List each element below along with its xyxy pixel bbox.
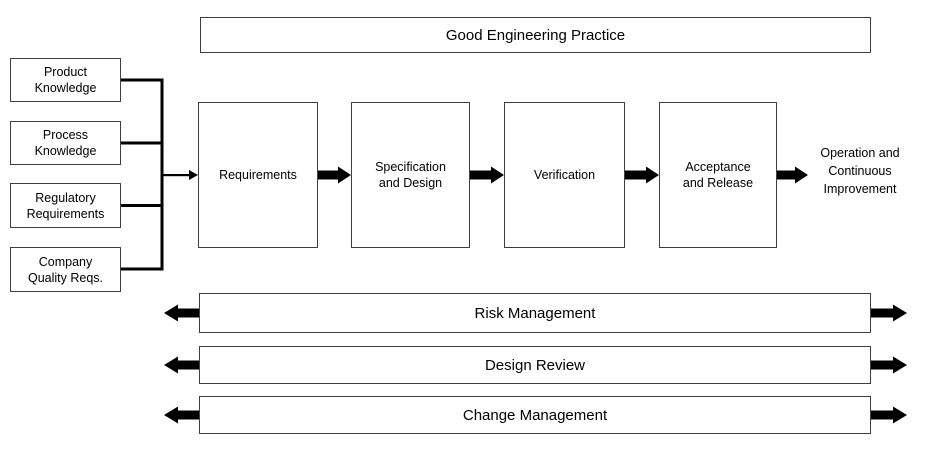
change-management-bar: Change Management xyxy=(199,396,871,434)
flow-arrow-3-icon xyxy=(625,166,659,184)
stage-label: Requirements xyxy=(219,168,297,182)
stage-label: Acceptance and Release xyxy=(682,160,754,190)
design-right-arrow-icon xyxy=(870,356,907,374)
banner-label: Good Engineering Practice xyxy=(445,26,626,44)
stage-label: Verification xyxy=(533,168,596,182)
stage-box-acceptance-and-release: Acceptance and Release xyxy=(659,102,777,248)
bar-label: Risk Management xyxy=(474,304,596,322)
flow-arrow-2-icon xyxy=(470,166,504,184)
risk-right-arrow-icon xyxy=(870,304,907,322)
stage-box-specification-and-design: Specification and Design xyxy=(351,102,470,248)
design-review-bar: Design Review xyxy=(199,346,871,384)
input-label: Regulatory Requirements xyxy=(26,190,105,221)
stage-box-requirements: Requirements xyxy=(198,102,318,248)
input-label: Process Knowledge xyxy=(34,128,97,158)
bar-label: Change Management xyxy=(462,406,608,424)
risk-management-bar: Risk Management xyxy=(199,293,871,333)
bar-label: Design Review xyxy=(484,356,586,374)
good-engineering-practice-banner: Good Engineering Practice xyxy=(200,17,871,53)
stage-box-verification: Verification xyxy=(504,102,625,248)
input-box-company-quality-reqs: Company Quality Reqs. xyxy=(10,247,121,292)
input-box-product-knowledge: Product Knowledge xyxy=(10,58,121,102)
input-connector-lines xyxy=(119,78,164,271)
input-label: Product Knowledge xyxy=(34,65,97,95)
inputs-to-requirements-arrow-icon xyxy=(162,170,198,180)
change-left-arrow-icon xyxy=(164,406,200,424)
flow-arrow-1-icon xyxy=(318,166,351,184)
change-right-arrow-icon xyxy=(870,406,907,424)
design-left-arrow-icon xyxy=(164,356,200,374)
stage-label: Specification and Design xyxy=(375,160,446,190)
risk-left-arrow-icon xyxy=(164,304,200,322)
input-box-process-knowledge: Process Knowledge xyxy=(10,121,121,165)
input-box-regulatory-requirements: Regulatory Requirements xyxy=(10,183,121,228)
input-label: Company Quality Reqs. xyxy=(27,254,104,285)
output-label-operation-continuous-improvement: Operation and Continuous Improvement xyxy=(820,146,900,196)
